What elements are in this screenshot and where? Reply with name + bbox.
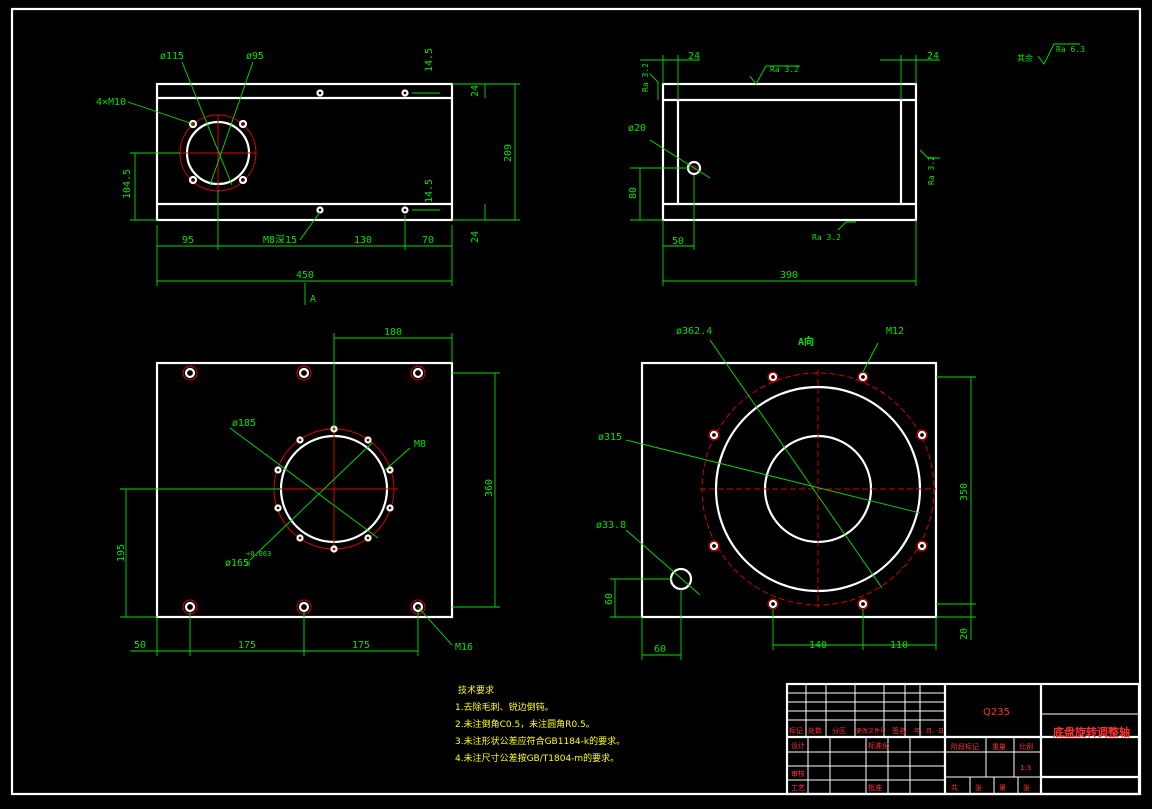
dim-24-right: 24: [927, 51, 939, 62]
dim-50: 50: [134, 640, 146, 651]
dim-14-5-bottom: 14.5: [424, 179, 435, 203]
dim-dia-362-4: ø362.4: [676, 326, 712, 337]
view-title-a: A向: [798, 335, 814, 348]
section-marker-a: A: [310, 294, 316, 305]
dim-360: 360: [484, 479, 495, 497]
sheet-number-prefix: 第: [999, 783, 1006, 792]
view-top-left: [127, 61, 520, 305]
sheet-total-suffix: 张: [975, 783, 982, 792]
dim-195: 195: [116, 544, 127, 562]
dim-175-right: 175: [352, 640, 370, 651]
view-bottom-left: [120, 333, 500, 656]
dim-450: 450: [296, 270, 314, 281]
dim-dia-115: ø115: [160, 51, 184, 62]
tech-requirements: 技术要求 1.去除毛刺、锐边倒钝。 2.未注倒角C0.5，未注圆角R0.5。 3…: [455, 684, 625, 764]
label-process: 工艺: [791, 784, 805, 792]
dim-95: 95: [182, 235, 194, 246]
tech-req-item: 2.未注倒角C0.5，未注圆角R0.5。: [455, 718, 595, 730]
scale-value: 1:3: [1020, 764, 1031, 772]
sheet-total-prefix: 共: [951, 783, 958, 792]
dim-24-top: 24: [470, 85, 481, 97]
label-review: 审核: [791, 769, 805, 778]
label-approve: 批准: [868, 783, 882, 792]
dim-24-bottom: 24: [470, 231, 481, 243]
dim-dia-95: ø95: [246, 51, 264, 62]
material-label: Q235: [983, 707, 1010, 718]
sheet-number-suffix: 张: [1023, 783, 1030, 792]
label-weight: 重量: [992, 743, 1006, 751]
surface-note-ra: Ra 6.3: [1056, 45, 1085, 54]
dim-M16: M16: [455, 642, 473, 653]
dim-80: 80: [628, 187, 639, 199]
dim-130: 130: [354, 235, 372, 246]
dim-60-vertical: 60: [604, 593, 615, 605]
label-design: 设计: [791, 741, 805, 750]
part-name: 底盘旋转调整轴: [1053, 725, 1130, 739]
tech-req-heading: 技术要求: [458, 684, 494, 696]
dim-dia-20: ø20: [628, 123, 646, 134]
roughness-right: Ra 3.2: [927, 156, 936, 185]
label-scale: 比例: [1019, 742, 1033, 751]
view-bottom-right: [610, 339, 976, 660]
dim-M8: M8: [414, 439, 426, 450]
dim-dia-185: ø185: [232, 418, 256, 429]
dim-390: 390: [780, 270, 798, 281]
dim-104-5: 104.5: [122, 169, 133, 199]
dim-24-left: 24: [688, 51, 700, 62]
dim-175-left: 175: [238, 640, 256, 651]
dim-4xM10: 4×M10: [96, 97, 126, 108]
dim-350: 350: [959, 483, 970, 501]
roughness-bottom: Ra 3.2: [812, 233, 841, 242]
header-date: 年、月、日: [914, 727, 944, 735]
dim-50: 50: [672, 236, 684, 247]
view-top-right: [630, 43, 1080, 286]
dim-14-5-top: 14.5: [424, 48, 435, 72]
surface-note-rest: 其余: [1017, 53, 1033, 63]
dim-20: 20: [959, 628, 970, 640]
dim-209: 209: [503, 144, 514, 162]
roughness-top: Ra 3.2: [770, 65, 799, 74]
drawing-border: [10, 7, 1142, 796]
header-signature: 签名: [892, 726, 906, 735]
label-stage-mark: 阶段标记: [951, 742, 979, 751]
header-zone: 分区: [832, 726, 846, 735]
header-change-doc: 更改文件号: [856, 727, 886, 735]
tech-req-item: 4.未注尺寸公差按GB/T1804-m的要求。: [455, 752, 619, 764]
dim-M12: M12: [886, 326, 904, 337]
dim-70: 70: [422, 235, 434, 246]
header-mark: 标记: [789, 726, 803, 735]
dim-dia-315: ø315: [598, 432, 622, 443]
tech-req-item: 3.未注形状公差应符合GB1184-k的要求。: [455, 735, 625, 747]
dim-dia-165-tol-lower: 0: [246, 560, 250, 568]
dim-dia-165-tol-upper: +0.063: [246, 550, 271, 558]
tech-req-item: 1.去除毛刺、锐边倒钝。: [455, 701, 554, 713]
dim-180: 180: [384, 327, 402, 338]
dim-140: 140: [809, 640, 827, 651]
dim-dia-165: ø165: [225, 558, 249, 569]
dim-110: 110: [890, 640, 908, 651]
title-block: [785, 682, 1141, 796]
header-count: 处数: [808, 726, 822, 735]
dim-60-horizontal: 60: [654, 644, 666, 655]
roughness-left: Ra 3.2: [641, 63, 650, 92]
dim-dia-33-8: ø33.8: [596, 520, 626, 531]
dim-M8-depth: M8深15: [263, 234, 297, 246]
label-standardization: 标准化: [868, 741, 889, 750]
